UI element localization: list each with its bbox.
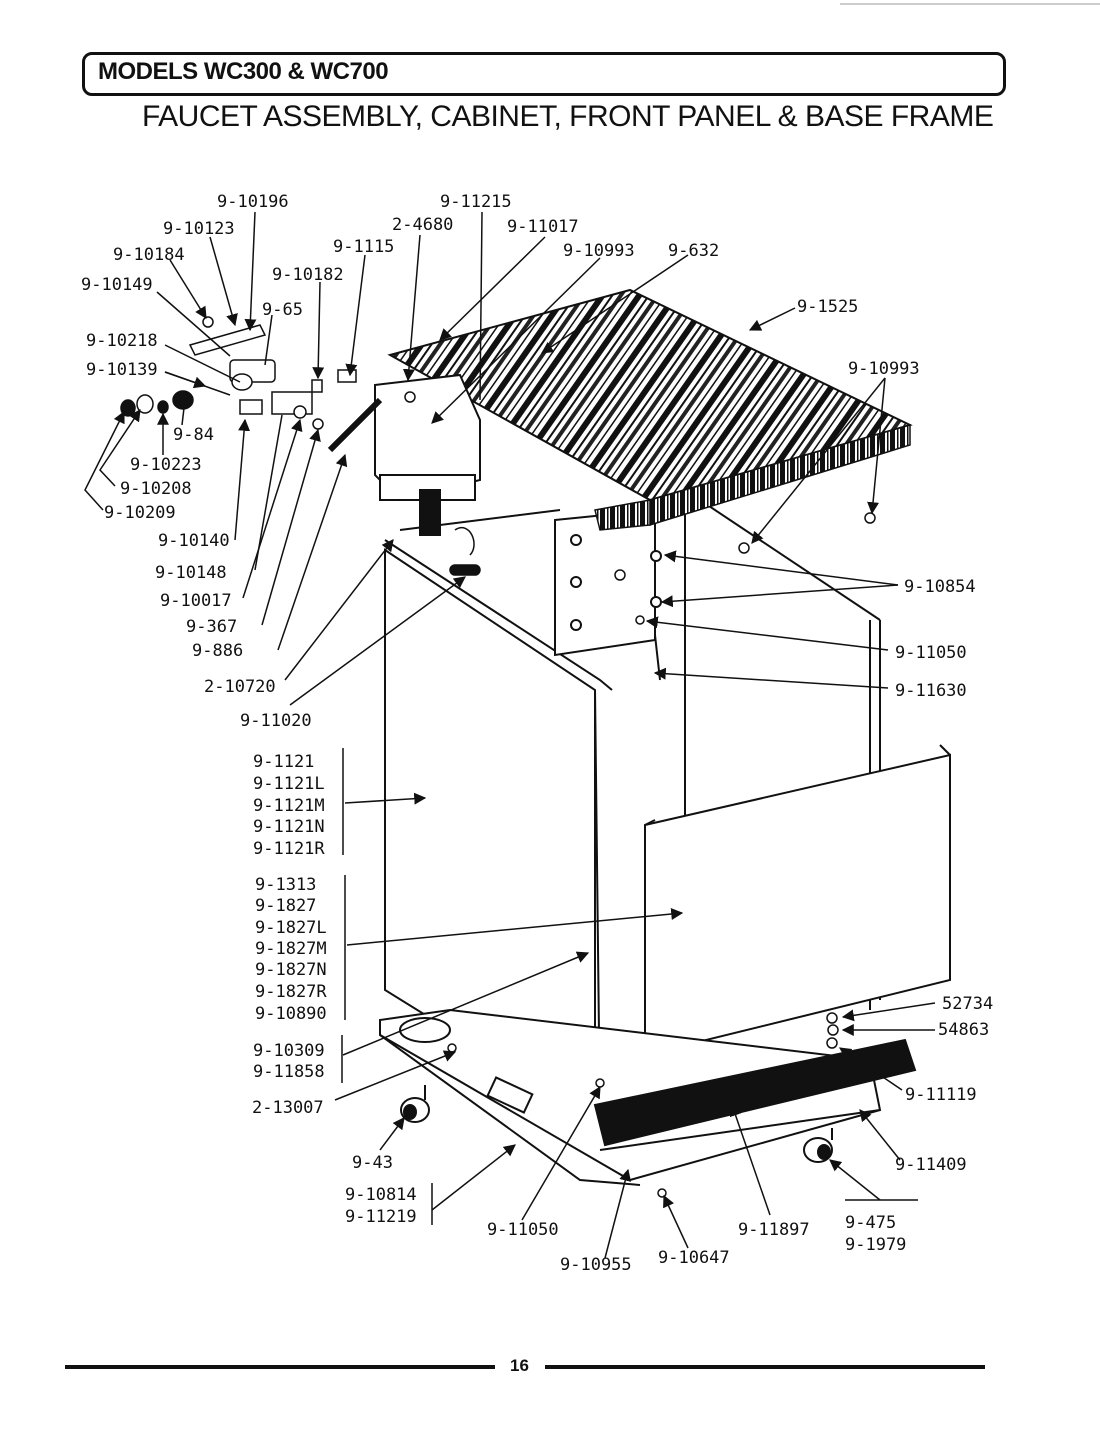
part-label-9-11858: 9-11858 bbox=[253, 1062, 325, 1082]
models-title: MODELS WC300 & WC700 bbox=[98, 58, 389, 85]
part-label-9-11050: 9-11050 bbox=[487, 1220, 559, 1240]
part-label-9-10993: 9-10993 bbox=[848, 359, 920, 379]
part-label-9-11020: 9-11020 bbox=[240, 711, 312, 731]
part-label-9-1313: 9-1313 bbox=[255, 875, 316, 895]
faucet-small-parts bbox=[120, 316, 876, 1198]
part-label-9-1121n: 9-1121N bbox=[253, 817, 325, 837]
part-label-9-10196: 9-10196 bbox=[217, 192, 289, 212]
assembly-subtitle: FAUCET ASSEMBLY, CABINET, FRONT PANEL & … bbox=[142, 100, 994, 133]
part-label-9-11050: 9-11050 bbox=[895, 643, 967, 663]
leader-lines bbox=[84, 211, 936, 1259]
wood-top bbox=[387, 288, 913, 531]
part-label-9-1827r: 9-1827R bbox=[255, 982, 327, 1002]
part-label-9-632: 9-632 bbox=[668, 241, 719, 261]
part-label-9-1121: 9-1121 bbox=[253, 752, 314, 772]
part-label-9-10218: 9-10218 bbox=[86, 331, 158, 351]
cabinet-body bbox=[379, 499, 951, 1186]
part-label-9-10139: 9-10139 bbox=[86, 360, 158, 380]
part-label-2-4680: 2-4680 bbox=[392, 215, 453, 235]
part-label-9-1827: 9-1827 bbox=[255, 896, 316, 916]
part-label-52734: 52734 bbox=[942, 994, 993, 1014]
part-label-9-10148: 9-10148 bbox=[155, 563, 227, 583]
part-label-9-11897: 9-11897 bbox=[738, 1220, 810, 1240]
part-label-9-10890: 9-10890 bbox=[255, 1004, 327, 1024]
part-label-9-1121l: 9-1121L bbox=[253, 774, 325, 794]
part-label-9-10123: 9-10123 bbox=[163, 219, 235, 239]
part-label-9-886: 9-886 bbox=[192, 641, 243, 661]
part-label-9-65: 9-65 bbox=[262, 300, 303, 320]
part-label-9-11630: 9-11630 bbox=[895, 681, 967, 701]
part-label-2-13007: 2-13007 bbox=[252, 1098, 324, 1118]
part-label-9-10993: 9-10993 bbox=[563, 241, 635, 261]
part-label-9-11017: 9-11017 bbox=[507, 217, 579, 237]
part-label-9-11215: 9-11215 bbox=[440, 192, 512, 212]
part-number-labels: 9-10196 9-11215 9-10123 2-4680 9-11017 9-1018… bbox=[81, 192, 993, 1275]
part-label-9-10184: 9-10184 bbox=[113, 245, 185, 265]
part-label-9-11409: 9-11409 bbox=[895, 1155, 967, 1175]
part-label-9-10208: 9-10208 bbox=[120, 479, 192, 499]
part-label-9-10647: 9-10647 bbox=[658, 1248, 730, 1268]
part-label-54863: 54863 bbox=[938, 1020, 989, 1040]
part-label-9-1979: 9-1979 bbox=[845, 1235, 906, 1255]
faucet-body bbox=[327, 373, 481, 536]
part-label-9-11219: 9-11219 bbox=[345, 1207, 417, 1227]
part-label-9-1827m: 9-1827M bbox=[255, 939, 327, 959]
part-label-9-10209: 9-10209 bbox=[104, 503, 176, 523]
caster-front-right bbox=[803, 1128, 833, 1163]
part-label-9-1827l: 9-1827L bbox=[255, 918, 327, 938]
part-label-9-10854: 9-10854 bbox=[904, 577, 976, 597]
part-label-9-1115: 9-1115 bbox=[333, 237, 394, 257]
part-label-9-475: 9-475 bbox=[845, 1213, 896, 1233]
part-label-9-10149: 9-10149 bbox=[81, 275, 153, 295]
part-label-9-10223: 9-10223 bbox=[130, 455, 202, 475]
part-label-9-43: 9-43 bbox=[352, 1153, 393, 1173]
page-number: 16 bbox=[510, 1356, 529, 1375]
part-label-9-10814: 9-10814 bbox=[345, 1185, 417, 1205]
part-label-9-1827n: 9-1827N bbox=[255, 960, 327, 980]
part-label-9-84: 9-84 bbox=[173, 425, 214, 445]
part-label-9-10017: 9-10017 bbox=[160, 591, 232, 611]
part-label-9-10309: 9-10309 bbox=[253, 1041, 325, 1061]
part-label-2-10720: 2-10720 bbox=[204, 677, 276, 697]
caster-front-left bbox=[400, 1085, 430, 1123]
part-label-9-10182: 9-10182 bbox=[272, 265, 344, 285]
part-label-9-10140: 9-10140 bbox=[158, 531, 230, 551]
part-label-9-1525: 9-1525 bbox=[797, 297, 858, 317]
title-frame bbox=[82, 52, 1006, 96]
part-label-9-10955: 9-10955 bbox=[560, 1255, 632, 1275]
part-label-9-1121m: 9-1121M bbox=[253, 796, 325, 816]
part-label-9-367: 9-367 bbox=[186, 617, 237, 637]
part-label-9-11119: 9-11119 bbox=[905, 1085, 977, 1105]
part-label-9-1121r: 9-1121R bbox=[253, 839, 325, 859]
